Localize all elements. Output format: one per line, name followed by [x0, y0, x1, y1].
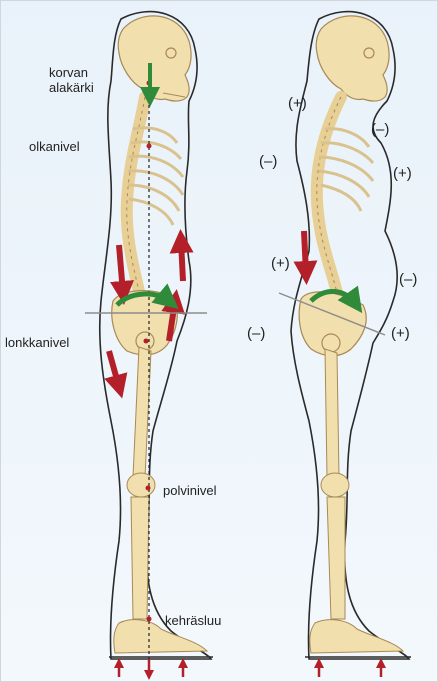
shoulder-label: olkanivel: [29, 139, 80, 154]
left-ground-arrows: [119, 659, 183, 677]
ear-label-line1: korvan: [49, 65, 88, 80]
sign-belly: (–): [399, 271, 417, 288]
left-skull: [118, 16, 191, 101]
sign-upper-abdomen: (+): [393, 165, 412, 182]
hip-point: [144, 339, 149, 344]
left-ribcage: [128, 128, 183, 225]
knee-point: [146, 486, 151, 491]
right-ground-arrows: [319, 663, 381, 677]
sign-chest: (–): [371, 121, 389, 138]
sign-lower-back: (+): [271, 255, 290, 272]
right-tibia: [327, 497, 345, 619]
right-spine: [317, 97, 341, 293]
knee-label: polvinivel: [163, 483, 216, 498]
shoulder-point: [147, 144, 152, 149]
right-back-arrow: [304, 231, 306, 273]
sign-upper-back: (+): [288, 95, 307, 112]
hip-label: lonkkanivel: [5, 335, 69, 350]
right-foot: [310, 620, 403, 653]
ankle-point: [147, 617, 152, 622]
left-tibia: [131, 497, 149, 619]
sign-lower-abdomen: (+): [391, 325, 410, 342]
ankle-label: kehräsluu: [165, 613, 221, 628]
sign-mid-back: (–): [259, 153, 277, 170]
right-femur: [325, 349, 339, 477]
sign-buttock: (–): [247, 325, 265, 342]
left-femur: [133, 347, 151, 477]
right-skull: [316, 16, 389, 101]
left-figure: [85, 12, 213, 677]
ear-label-line2: alakärki: [49, 80, 94, 95]
